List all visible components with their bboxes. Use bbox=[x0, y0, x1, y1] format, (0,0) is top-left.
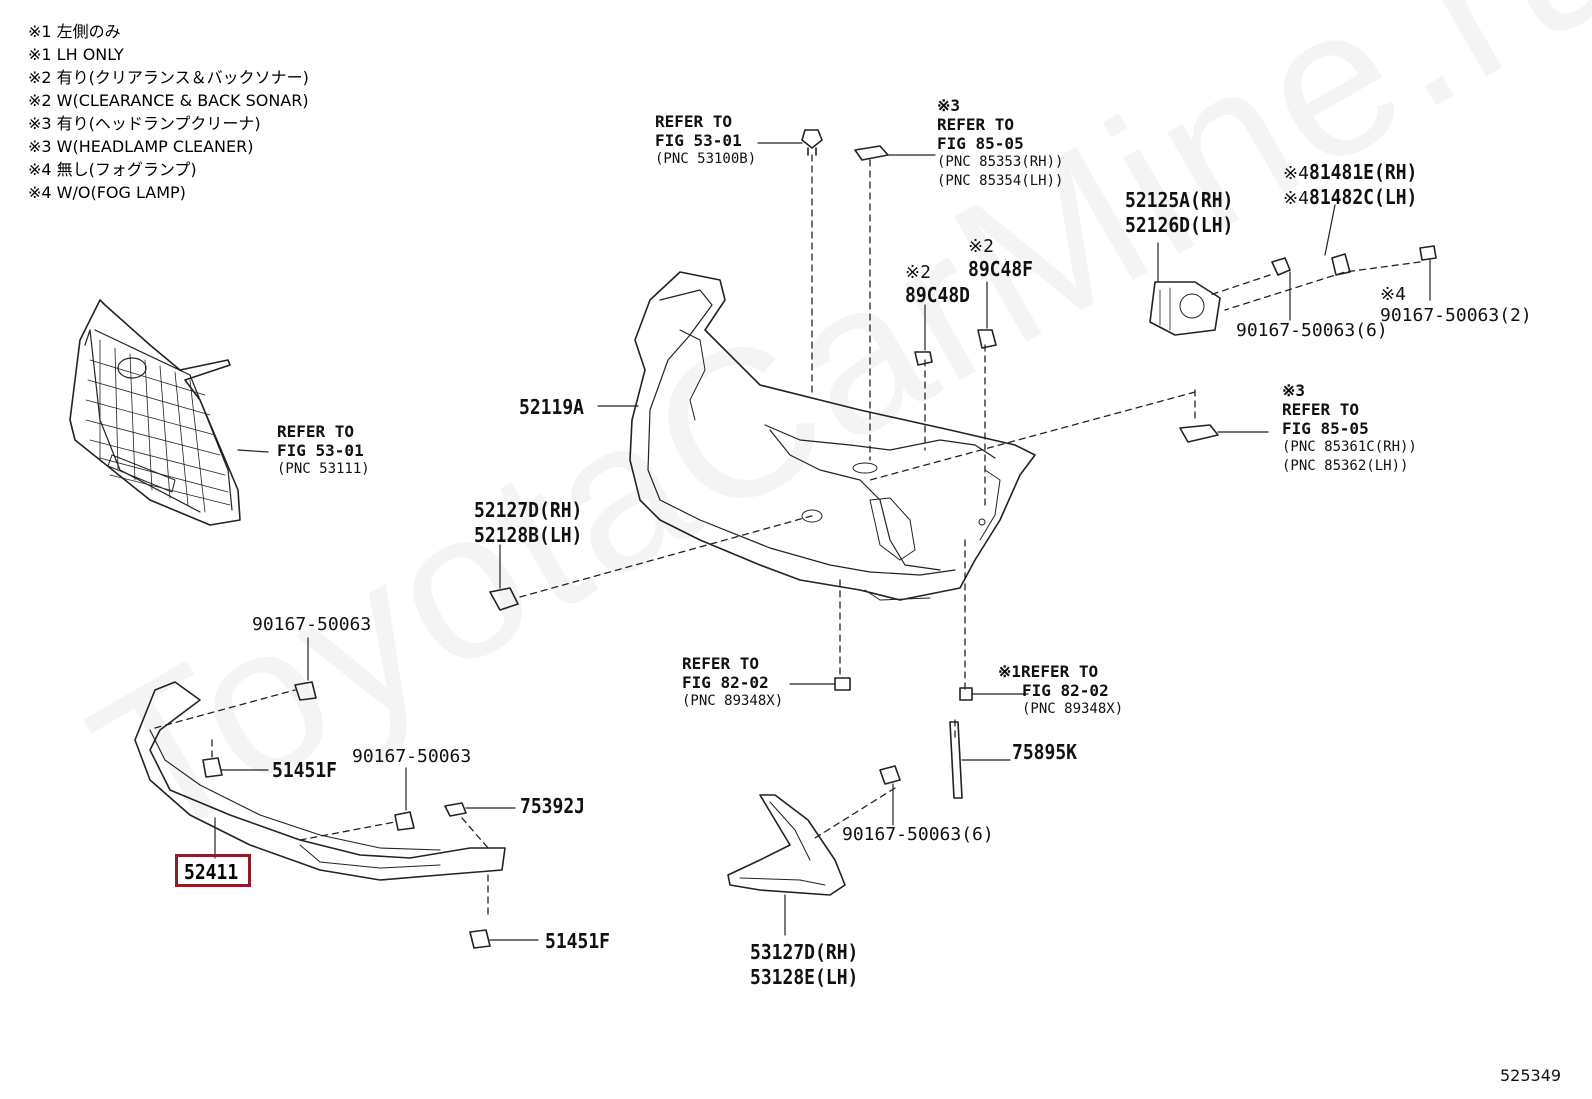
molding-drawing bbox=[949, 721, 1011, 799]
part-fog-cover-lh: ※481482C(LH) bbox=[1283, 185, 1418, 209]
ref-washer-cover: ※3 REFER TO FIG 85-05 (PNC 85353(RH)) (P… bbox=[937, 96, 1064, 189]
part-screw-garnish: 90167-50063(6) bbox=[842, 824, 994, 845]
note-line: ※2 W(CLEARANCE & BACK SONAR) bbox=[28, 91, 309, 110]
bumper-cover-drawing bbox=[597, 271, 1036, 601]
sensor-bracket-lh-drawing bbox=[959, 687, 1029, 701]
ref-top-clip: REFER TO FIG 53-01 (PNC 53100B) bbox=[655, 112, 757, 167]
part-clip-spoiler-lower: 51451F bbox=[545, 929, 611, 953]
part-cap-lh: 52128B(LH) bbox=[474, 523, 583, 547]
clip-side-drawing bbox=[444, 802, 516, 817]
part-garnish-lh: 53128E(LH) bbox=[750, 965, 859, 989]
diagram-id: 525349 bbox=[1500, 1066, 1562, 1085]
clip-upper-drawing bbox=[202, 757, 269, 778]
part-bracket-lh: 52126D(LH) bbox=[1125, 213, 1234, 237]
part-spoiler-highlight[interactable]: 52411 bbox=[175, 854, 251, 887]
spoiler-top-screw-drawing bbox=[294, 637, 317, 701]
fog-screw-drawing bbox=[1419, 245, 1437, 301]
garnish-drawing bbox=[727, 794, 846, 936]
note-line: ※2 有り(クリアランス＆バックソナー) bbox=[28, 68, 309, 87]
note-line: ※3 W(HEADLAMP CLEANER) bbox=[28, 137, 254, 156]
sensor-bracket-mid-drawing bbox=[789, 677, 851, 691]
grille-drawing bbox=[69, 299, 269, 526]
note-line: ※4 無し(フォグランプ) bbox=[28, 160, 197, 179]
fog-cover-drawing bbox=[1324, 204, 1351, 276]
part-clip-spoiler-side: 75392J bbox=[520, 794, 586, 818]
ref-sensor-bracket-mid: REFER TO FIG 82-02 (PNC 89348X) bbox=[682, 654, 784, 709]
top-clip-drawing bbox=[757, 129, 823, 156]
clip-lower-drawing bbox=[469, 929, 539, 949]
bracket-drawing bbox=[1149, 242, 1221, 336]
cap-drawing bbox=[489, 544, 519, 611]
note-line: ※1 左側のみ bbox=[28, 22, 121, 41]
washer-nozzle-drawing bbox=[1179, 424, 1269, 443]
part-sensor-lh: ※2 89C48D bbox=[905, 262, 971, 307]
ref-grille: REFER TO FIG 53-01 (PNC 53111) bbox=[277, 422, 370, 477]
part-screw-spoiler-top: 90167-50063 bbox=[252, 614, 372, 635]
note-line: ※4 W/O(FOG LAMP) bbox=[28, 183, 186, 202]
sensor-rh-drawing bbox=[977, 281, 997, 349]
part-spoiler: 52411 bbox=[184, 860, 239, 884]
spoiler-drawing bbox=[134, 681, 506, 881]
part-cap-rh: 52127D(RH) bbox=[474, 498, 583, 522]
notes-block: ※1 左側のみ ※1 LH ONLY ※2 有り(クリアランス＆バックソナー) … bbox=[28, 20, 309, 204]
part-screw-bracket: 90167-50063(6) bbox=[1236, 320, 1388, 341]
dashed-leaders bbox=[154, 154, 1421, 919]
part-screw-spoiler-mid: 90167-50063 bbox=[352, 746, 472, 767]
part-garnish-rh: 53127D(RH) bbox=[750, 940, 859, 964]
spoiler-mid-screw-drawing bbox=[394, 767, 415, 831]
ref-sensor-bracket-lh: ※1REFER TO FIG 82-02 (PNC 89348X) bbox=[998, 662, 1124, 717]
washer-cover-drawing bbox=[854, 145, 936, 161]
ref-washer-nozzle: ※3 REFER TO FIG 85-05 (PNC 85361C(RH)) (… bbox=[1282, 381, 1417, 474]
sensor-lh-drawing bbox=[914, 304, 933, 366]
part-screw-fog: ※4 90167-50063(2) bbox=[1380, 284, 1532, 326]
part-bumper-cover: 52119A bbox=[519, 395, 585, 419]
part-sensor-rh: ※2 89C48F bbox=[968, 236, 1034, 281]
part-molding: 75895K bbox=[1012, 740, 1078, 764]
note-line: ※3 有り(ヘッドランプクリーナ) bbox=[28, 114, 261, 133]
part-bracket-rh: 52125A(RH) bbox=[1125, 188, 1234, 212]
bracket-screw-drawing bbox=[1271, 257, 1291, 321]
part-clip-spoiler-upper: 51451F bbox=[272, 758, 338, 782]
part-fog-cover-rh: ※481481E(RH) bbox=[1283, 160, 1418, 184]
note-line: ※1 LH ONLY bbox=[28, 45, 124, 64]
garnish-screw-drawing bbox=[879, 765, 901, 826]
